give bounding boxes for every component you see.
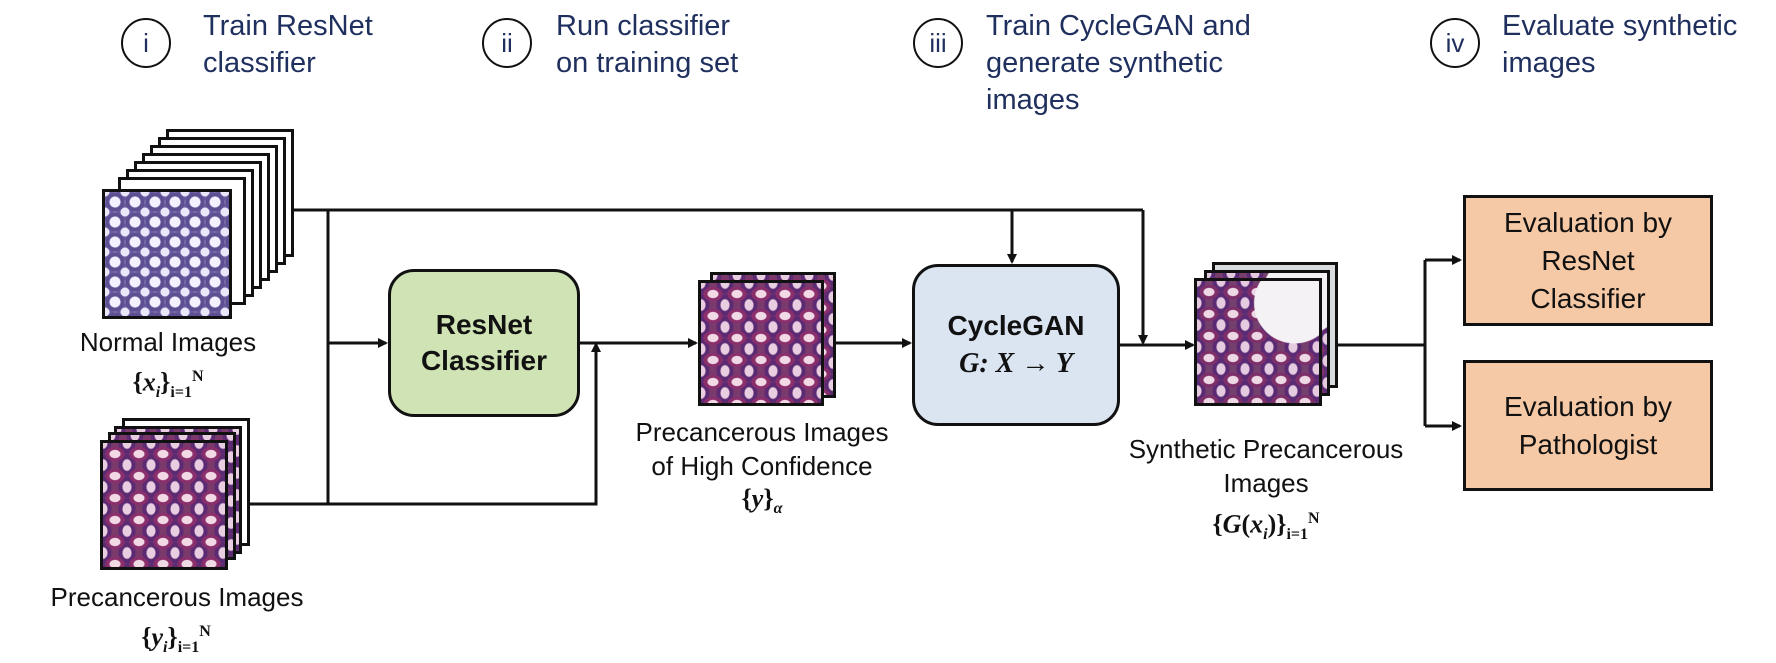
notation-var: y bbox=[751, 484, 764, 513]
notation-lower: i=1 bbox=[177, 638, 200, 656]
cyclegan-formula: G: X → Y bbox=[959, 346, 1073, 382]
step-ii-label-line: on training set bbox=[556, 47, 739, 79]
notation-sub: i bbox=[155, 383, 161, 401]
notation-sub: i bbox=[162, 638, 168, 656]
notation-upper: N bbox=[199, 623, 211, 640]
step-i-label: Train ResNet classifier bbox=[203, 8, 373, 82]
high-confidence-caption: Precancerous Images of High Confidence bbox=[620, 415, 904, 483]
normal-images-notation: {xi}i=1N bbox=[132, 367, 204, 401]
formula-y: Y bbox=[1055, 348, 1073, 379]
synthetic-caption: Synthetic Precancerous Images bbox=[1108, 432, 1424, 500]
synthetic-image bbox=[1194, 278, 1322, 406]
step-iv-label-line: Evaluate synthetic bbox=[1502, 10, 1738, 42]
resnet-box-line: Classifier bbox=[420, 345, 548, 376]
notation-upper: N bbox=[191, 368, 204, 385]
step-i-marker: i bbox=[121, 18, 171, 68]
notation-sub: i bbox=[1263, 525, 1268, 543]
high-confidence-caption-line: of High Confidence bbox=[651, 451, 873, 481]
step-ii-label: Run classifier on training set bbox=[556, 8, 738, 82]
evaluation-box-line: Evaluation by bbox=[1503, 390, 1673, 422]
step-ii-label-line: Run classifier bbox=[556, 10, 731, 42]
step-iii-label-line: Train CycleGAN and bbox=[986, 10, 1251, 42]
formula-g: G bbox=[959, 348, 980, 379]
formula-mapping: : X → bbox=[979, 348, 1056, 379]
notation-upper: N bbox=[1308, 510, 1320, 527]
normal-images-caption: Normal Images bbox=[79, 327, 257, 357]
precancerous-tissue-image bbox=[100, 440, 228, 570]
step-iii-label-line: images bbox=[986, 84, 1080, 116]
step-i-label-line: Train ResNet bbox=[203, 10, 373, 42]
step-iv-label-line: images bbox=[1502, 47, 1596, 79]
step-iii-label: Train CycleGAN and generate synthetic im… bbox=[986, 8, 1251, 119]
synthetic-notation: {G(xi)}i=1N bbox=[1212, 509, 1320, 543]
normal-tissue-image bbox=[102, 189, 232, 319]
step-iii-label-line: generate synthetic bbox=[986, 47, 1223, 79]
evaluation-box-line: Evaluation by bbox=[1503, 206, 1673, 238]
step-iv-marker: iv bbox=[1430, 18, 1480, 68]
evaluation-pathologist-box: Evaluation by Pathologist bbox=[1463, 360, 1713, 491]
evaluation-resnet-box: Evaluation by ResNet Classifier bbox=[1463, 195, 1713, 326]
precancerous-images-caption: Precancerous Images bbox=[50, 582, 304, 612]
step-ii-marker: ii bbox=[482, 18, 532, 68]
synthetic-caption-line: Synthetic Precancerous bbox=[1128, 434, 1404, 464]
evaluation-box-line: Classifier bbox=[1530, 282, 1646, 314]
precancerous-to-resnet-output bbox=[328, 342, 601, 506]
cyclegan-title: CycleGAN bbox=[947, 310, 1085, 341]
precancerous-images-notation: {yi}i=1N bbox=[141, 622, 211, 656]
notation-lower: i=1 bbox=[170, 383, 192, 401]
notation-func: G bbox=[1222, 509, 1242, 539]
notation-var: x bbox=[142, 367, 156, 397]
cyclegan-box: CycleGAN G: X → Y bbox=[912, 264, 1120, 426]
high-confidence-notation: {y}α bbox=[741, 484, 783, 518]
high-confidence-image bbox=[698, 280, 824, 406]
step-iii-marker: iii bbox=[913, 18, 963, 68]
evaluation-box-line: ResNet bbox=[1541, 244, 1635, 276]
normal-images-connector bbox=[238, 208, 330, 506]
step-iv-label: Evaluate synthetic images bbox=[1502, 8, 1737, 82]
resnet-classifier-box: ResNet Classifier bbox=[388, 269, 580, 417]
evaluation-box-line: Pathologist bbox=[1518, 428, 1658, 460]
high-confidence-caption-line: Precancerous Images bbox=[635, 417, 889, 447]
resnet-box-line: ResNet bbox=[435, 309, 533, 340]
synthetic-caption-line: Images bbox=[1223, 468, 1309, 498]
notation-var: x bbox=[1250, 509, 1264, 539]
notation-lower: i=1 bbox=[1286, 525, 1309, 543]
notation-sub: α bbox=[773, 500, 783, 518]
notation-var: y bbox=[151, 622, 163, 652]
step-i-label-line: classifier bbox=[203, 47, 316, 79]
